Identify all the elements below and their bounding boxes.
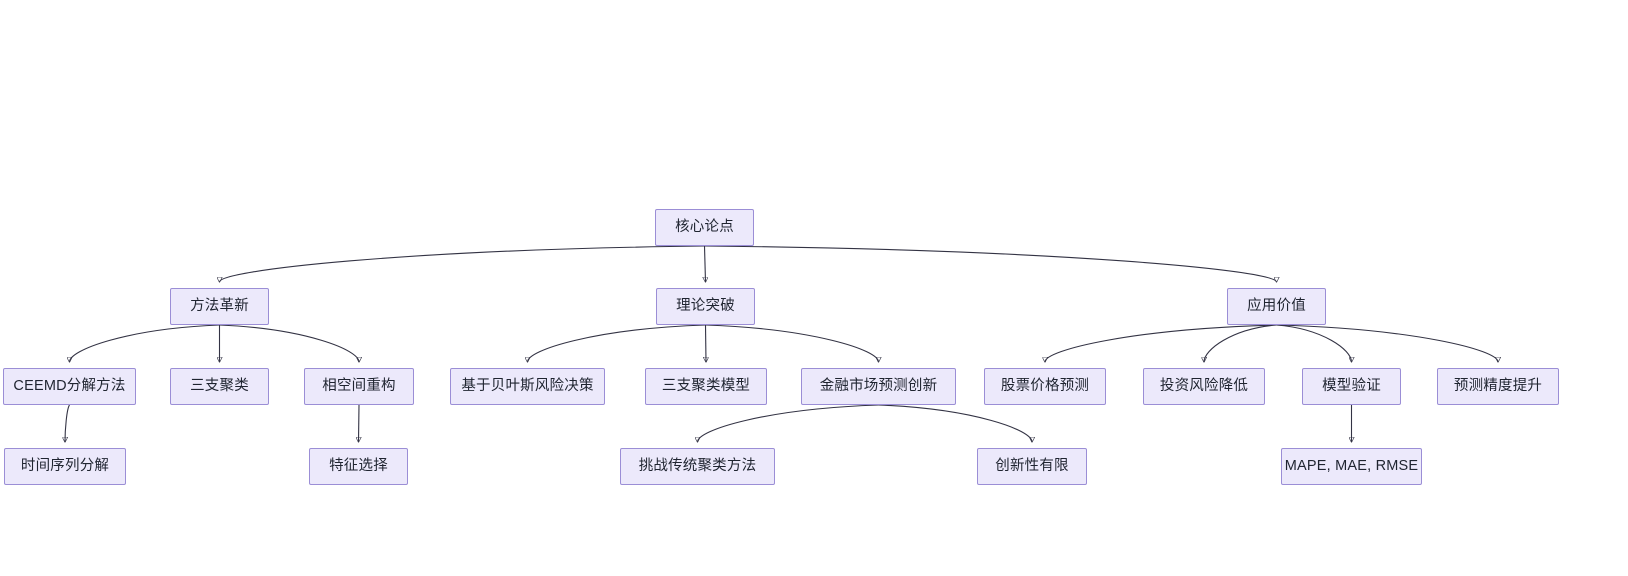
node-label: 时间序列分解 [20, 458, 110, 475]
node-threeway[interactable]: 三支聚类 [170, 368, 269, 405]
node-label: 三支聚类模型 [661, 378, 751, 395]
node-label: 模型验证 [1322, 378, 1381, 395]
node-bayes[interactable]: 基于贝叶斯风险决策 [450, 368, 605, 405]
edge-core-to-application [704, 245, 1277, 282]
edge-theory-to-bayes [528, 324, 706, 362]
node-theory[interactable]: 理论突破 [656, 288, 755, 325]
node-label: 相空间重构 [322, 378, 396, 395]
node-accuracy[interactable]: 预测精度提升 [1437, 368, 1559, 405]
node-metrics[interactable]: MAPE, MAE, RMSE [1281, 448, 1422, 485]
node-ceemd[interactable]: CEEMD分解方法 [3, 368, 136, 405]
edge-theory-to-finance [705, 324, 879, 362]
node-limited[interactable]: 创新性有限 [977, 448, 1087, 485]
node-label: MAPE, MAE, RMSE [1284, 458, 1419, 475]
node-label: 投资风险降低 [1159, 378, 1249, 395]
node-label: 金融市场预测创新 [819, 378, 938, 395]
node-label: 特征选择 [329, 458, 388, 475]
edge-application-to-validate [1276, 324, 1352, 362]
node-threewaymod[interactable]: 三支聚类模型 [645, 368, 767, 405]
node-application[interactable]: 应用价值 [1227, 288, 1326, 325]
edge-method-to-phase [219, 324, 360, 362]
node-label: CEEMD分解方法 [13, 378, 126, 395]
edge-theory-to-threewaymod [706, 324, 707, 362]
node-label: 基于贝叶斯风险决策 [461, 378, 594, 395]
edge-application-to-risk [1204, 324, 1277, 362]
edge-phase-to-feature [359, 404, 360, 442]
node-label: 三支聚类 [190, 378, 249, 395]
edge-ceemd-to-tsdecomp [65, 404, 70, 442]
node-validate[interactable]: 模型验证 [1302, 368, 1401, 405]
node-risk[interactable]: 投资风险降低 [1143, 368, 1265, 405]
edge-application-to-accuracy [1276, 324, 1499, 362]
node-label: 应用价值 [1247, 298, 1306, 315]
node-label: 理论突破 [676, 298, 735, 315]
edge-method-to-ceemd [70, 324, 220, 362]
node-method[interactable]: 方法革新 [170, 288, 269, 325]
node-label: 预测精度提升 [1453, 378, 1543, 395]
edge-core-to-theory [705, 245, 706, 282]
edge-application-to-stock [1045, 324, 1277, 362]
node-label: 方法革新 [190, 298, 249, 315]
node-finance[interactable]: 金融市场预测创新 [801, 368, 956, 405]
node-label: 核心论点 [675, 219, 734, 236]
edge-finance-to-challenge [698, 404, 879, 442]
node-challenge[interactable]: 挑战传统聚类方法 [620, 448, 775, 485]
node-phase[interactable]: 相空间重构 [304, 368, 414, 405]
node-tsdecomp[interactable]: 时间序列分解 [4, 448, 126, 485]
node-feature[interactable]: 特征选择 [309, 448, 408, 485]
node-core[interactable]: 核心论点 [655, 209, 754, 246]
node-label: 挑战传统聚类方法 [638, 458, 757, 475]
node-label: 股票价格预测 [1000, 378, 1090, 395]
node-label: 创新性有限 [995, 458, 1069, 475]
edge-core-to-method [220, 245, 705, 282]
edge-finance-to-limited [878, 404, 1033, 442]
node-stock[interactable]: 股票价格预测 [984, 368, 1106, 405]
